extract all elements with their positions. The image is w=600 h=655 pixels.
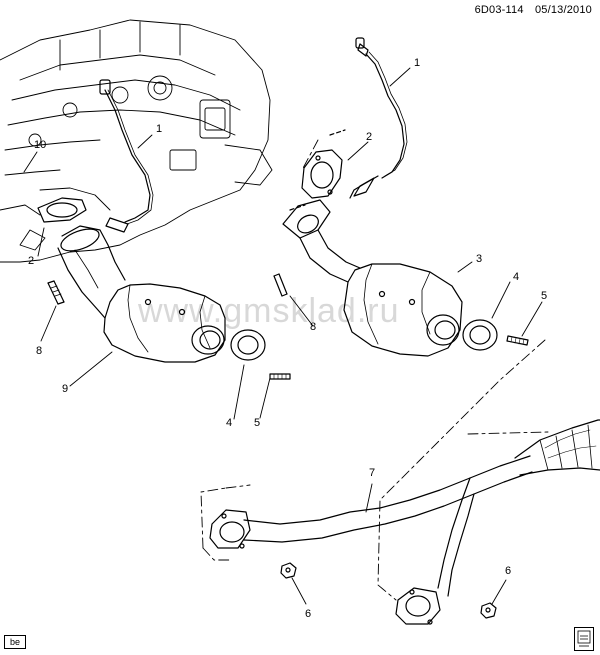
exhaust-pipe-front	[209, 419, 600, 625]
callout-6-left: 6	[305, 608, 311, 620]
callout-3: 3	[476, 253, 482, 265]
callout-5-right: 5	[541, 290, 547, 302]
callout-10: 10	[34, 139, 46, 151]
callout-5-left: 5	[254, 417, 260, 429]
stud-right	[273, 273, 288, 297]
seal-ring-right	[462, 319, 498, 351]
gasket-right	[289, 129, 346, 211]
stud-5-right	[506, 335, 529, 346]
nut-left	[280, 562, 297, 579]
catalytic-converter-right	[282, 199, 463, 357]
callout-4-left: 4	[226, 417, 232, 429]
drawing-date: 05/13/2010	[534, 4, 592, 16]
gm-logo-icon	[577, 630, 591, 647]
callout-6-right: 6	[505, 565, 511, 577]
callout-2-right: 2	[366, 131, 372, 143]
callout-4-right: 4	[513, 271, 519, 283]
callout-2-left: 2	[28, 255, 34, 267]
nut-right	[480, 602, 497, 619]
drawing-reference: 6D03-114 05/13/2010	[475, 4, 592, 16]
oxygen-sensor-right	[349, 37, 408, 199]
drawing-number: 6D03-114	[474, 4, 524, 16]
assembly-lines	[200, 139, 549, 601]
callout-9: 9	[62, 383, 68, 395]
corner-tag: be	[4, 635, 26, 649]
stud-left	[47, 280, 65, 305]
stud-5-left	[269, 373, 291, 380]
gm-logo-badge	[574, 627, 594, 651]
gasket-left	[37, 197, 87, 223]
callout-8-left: 8	[36, 345, 42, 357]
watermark: www.gmsklad.ru	[137, 292, 400, 330]
engine-block	[0, 19, 273, 263]
seal-ring-left	[230, 329, 266, 361]
leader-lines	[23, 67, 543, 605]
callout-1-right: 1	[414, 57, 420, 69]
catalytic-converter-left	[57, 225, 226, 363]
callout-7: 7	[369, 467, 375, 479]
oxygen-sensor-left	[99, 79, 154, 233]
callout-8-right: 8	[310, 321, 316, 333]
callout-1-left: 1	[156, 123, 162, 135]
